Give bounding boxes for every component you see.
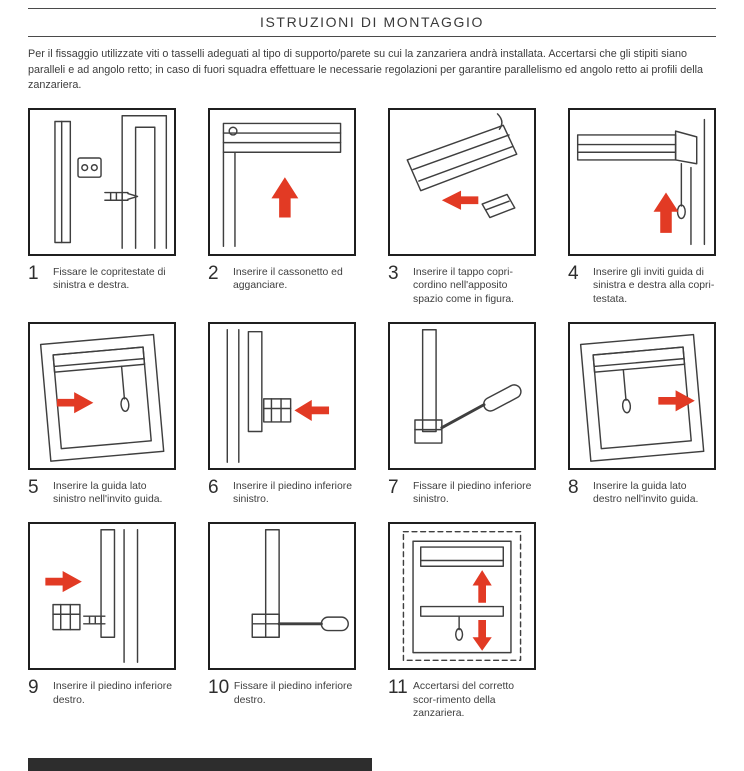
steps-grid: 1 Fissare le copritestate di sinistra e … xyxy=(28,107,716,721)
step-caption: Accertarsi del corretto scor-rimento del… xyxy=(413,681,515,720)
step-caption: Inserire gli inviti guida di sinistra e … xyxy=(593,266,715,305)
step-10-illustration xyxy=(208,522,356,671)
cassette-drawing xyxy=(222,122,342,247)
arrow-left-icon xyxy=(441,190,479,210)
step-6-illustration xyxy=(208,321,356,470)
step-caption: Inserire il piedino inferiore destro. xyxy=(53,681,172,706)
tilted-window-drawing xyxy=(39,333,165,462)
step-2-illustration xyxy=(208,107,356,256)
step-number: 7 xyxy=(388,476,399,498)
header-rule-bottom xyxy=(28,36,716,37)
step-number: 5 xyxy=(28,476,39,498)
step-caption: Inserire la guida lato sinistro nell'inv… xyxy=(53,480,163,506)
step-cell-4: 4 Inserire gli inviti guida di sinistra … xyxy=(568,107,716,306)
tilted-window-drawing xyxy=(579,333,705,462)
step-5-illustration xyxy=(28,321,176,470)
arrow-right-icon xyxy=(658,390,695,412)
screwdriver-fix-drawing xyxy=(414,328,522,444)
step-cell-9: 9 Inserire il piedino inferiore destro. xyxy=(28,522,176,720)
arrow-up-icon xyxy=(472,570,492,604)
step-9-illustration xyxy=(28,522,176,671)
step-4-illustration xyxy=(568,107,716,256)
page-title: ISTRUZIONI DI MONTAGGIO xyxy=(260,14,484,30)
screwdriver-horizontal-drawing xyxy=(251,529,349,639)
step-number: 4 xyxy=(568,262,579,284)
step-7-illustration xyxy=(388,321,536,470)
arrow-down-icon xyxy=(472,620,492,652)
guide-insert-drawing xyxy=(576,118,706,246)
step-cell-8: 8 Inserire la guida lato destro nell'inv… xyxy=(568,321,716,507)
step-number: 6 xyxy=(208,476,219,498)
step-cell-1: 1 Fissare le copritestate di sinistra e … xyxy=(28,107,176,306)
step-caption: Inserire la guida lato destro nell'invit… xyxy=(593,480,699,506)
step-number: 10 xyxy=(208,677,230,699)
footer-bar xyxy=(28,758,372,771)
arrow-right-icon xyxy=(56,392,94,414)
header-rule-top xyxy=(28,8,716,9)
step-caption: Fissare le copritestate di sinistra e de… xyxy=(53,266,166,292)
cord-cap-drawing xyxy=(406,113,518,219)
intro-text: Per il fissaggio utilizzate viti o tasse… xyxy=(28,48,704,92)
window-frame-drawing xyxy=(54,114,168,249)
step-caption: Inserire il cassonetto ed agganciare. xyxy=(233,266,343,292)
step-8-illustration xyxy=(568,321,716,470)
foot-anchor-drawing xyxy=(52,529,139,664)
step-3-illustration xyxy=(388,107,536,256)
step-number: 9 xyxy=(28,677,39,699)
step-11-illustration xyxy=(388,522,536,671)
step-number: 2 xyxy=(208,262,219,284)
step-number: 11 xyxy=(388,677,408,699)
step-caption: Fissare il piedino inferiore destro. xyxy=(233,681,353,706)
step-1-illustration xyxy=(28,107,176,256)
arrow-left-icon xyxy=(294,399,330,421)
arrow-up-icon xyxy=(653,192,679,233)
step-number: 8 xyxy=(568,476,579,498)
step-cell-5: 5 Inserire la guida lato sinistro nell'i… xyxy=(28,321,176,507)
step-cell-7: 7 Fissare il piedino inferiore sinistro. xyxy=(388,321,536,507)
sliding-check-drawing xyxy=(402,531,522,662)
step-number: 1 xyxy=(28,262,39,284)
arrow-right-icon xyxy=(45,571,82,593)
step-cell-3: 3 Inserire il tappo copri-cordino nell'a… xyxy=(388,107,536,306)
step-number: 3 xyxy=(388,262,399,284)
step-cell-2: 2 Inserire il cassonetto ed agganciare. xyxy=(208,107,356,306)
arrow-up-icon xyxy=(271,177,299,218)
step-cell-6: 6 Inserire il piedino inferiore sinistro… xyxy=(208,321,356,507)
step-caption: Inserire il tappo copri-cordino nell'app… xyxy=(413,266,515,305)
step-caption: Inserire il piedino inferiore sinistro. xyxy=(233,480,352,506)
step-caption: Fissare il piedino inferiore sinistro. xyxy=(413,480,532,506)
step-cell-11: 11 Accertarsi del corretto scor-rimento … xyxy=(388,522,536,720)
step-cell-10: 10 Fissare il piedino inferiore destro. xyxy=(208,522,356,720)
foot-insert-drawing xyxy=(226,328,292,463)
